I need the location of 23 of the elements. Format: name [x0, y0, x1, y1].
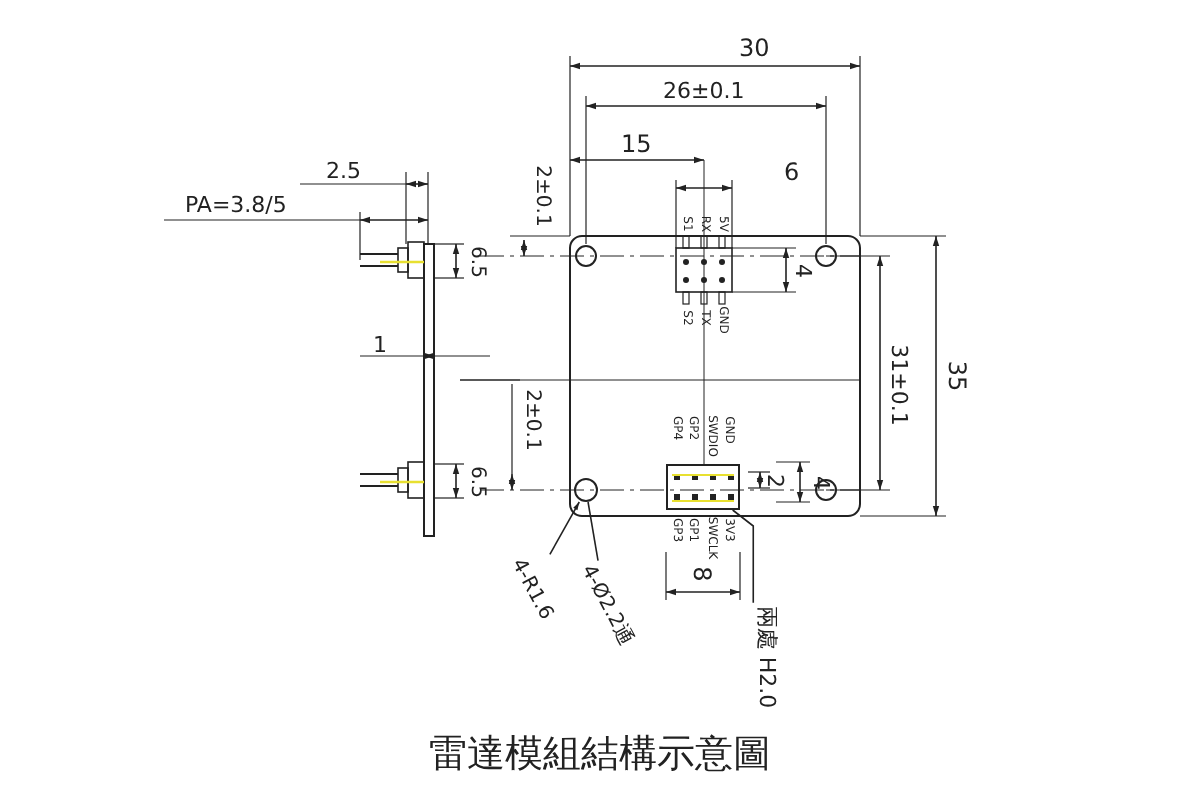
dimension-value: 2±0.1: [529, 165, 550, 227]
dimension-value: 6.5: [465, 466, 486, 498]
dimension-value: 30: [739, 36, 770, 60]
leader-line: [587, 501, 599, 562]
pitch-note: PA=3.8/5: [185, 193, 287, 215]
callout-text: 兩處 H2.0: [755, 604, 778, 708]
dimension-value: 6: [784, 160, 800, 184]
leader-line: [731, 509, 755, 604]
dimension-value: 15: [621, 132, 652, 156]
dimension-value: 2: [763, 473, 785, 487]
caption: 雷達模組結構示意圖: [429, 735, 771, 773]
dimension-value: 2±0.1: [519, 389, 540, 451]
dimension-value: 4: [791, 263, 813, 277]
leader-line: [549, 501, 581, 556]
dimension-value: 1: [373, 333, 387, 355]
dimension-value: 31±0.1: [886, 343, 909, 425]
dimension-value: 2.5: [326, 159, 361, 181]
dimension-value: 8: [689, 566, 714, 582]
dimension-value: 6.5: [465, 246, 486, 278]
dimension-value: 35: [944, 360, 969, 392]
dimension-value: 26±0.1: [663, 79, 745, 101]
pin-header: [666, 464, 740, 510]
mounting-hole: [574, 478, 598, 502]
